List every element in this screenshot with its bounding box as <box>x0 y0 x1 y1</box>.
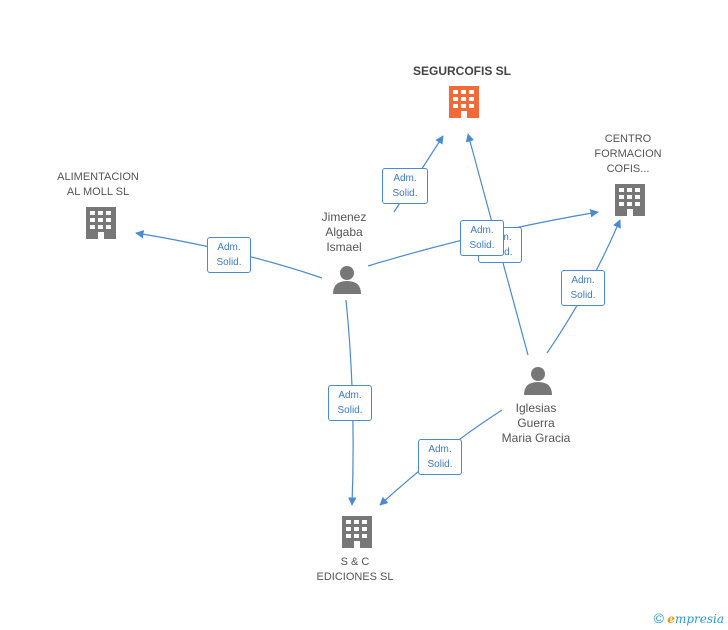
brand-initial: e <box>667 612 675 626</box>
edge-label-role: Adm. Solid. <box>382 168 428 204</box>
node-label-centro[interactable]: CENTRO FORMACION COFIS... <box>594 133 662 175</box>
edge-label-role: Adm. Solid. <box>328 385 372 421</box>
node-label-iglesias[interactable]: Iglesias Guerra Maria Gracia <box>501 401 571 445</box>
building-icon[interactable] <box>449 86 479 118</box>
copyright-symbol: © <box>653 610 664 626</box>
brand-logo: empresia <box>667 612 724 626</box>
building-icon[interactable] <box>342 516 372 548</box>
building-icon[interactable] <box>615 184 645 216</box>
footer-brand: © empresia <box>654 610 724 626</box>
edge-label-role: Adm. Solid. <box>418 439 462 475</box>
edge-label-role: Adm. Solid. <box>460 220 504 256</box>
edge-label-role: Adm. Solid. <box>561 270 605 306</box>
building-icon[interactable] <box>86 207 116 239</box>
node-label-sc[interactable]: S & C EDICIONES SL <box>316 556 394 583</box>
brand-name: mpresia <box>674 612 724 626</box>
edge-label-role: Adm. Solid. <box>207 237 251 273</box>
person-icon[interactable] <box>524 367 552 395</box>
node-label-segurcofis[interactable]: SEGURCOFIS SL <box>412 64 511 78</box>
node-label-jimenez[interactable]: Jimenez Algaba Ismael <box>321 210 367 254</box>
node-label-alimentacion[interactable]: ALIMENTACION AL MOLL SL <box>57 171 139 198</box>
person-icon[interactable] <box>333 266 361 294</box>
